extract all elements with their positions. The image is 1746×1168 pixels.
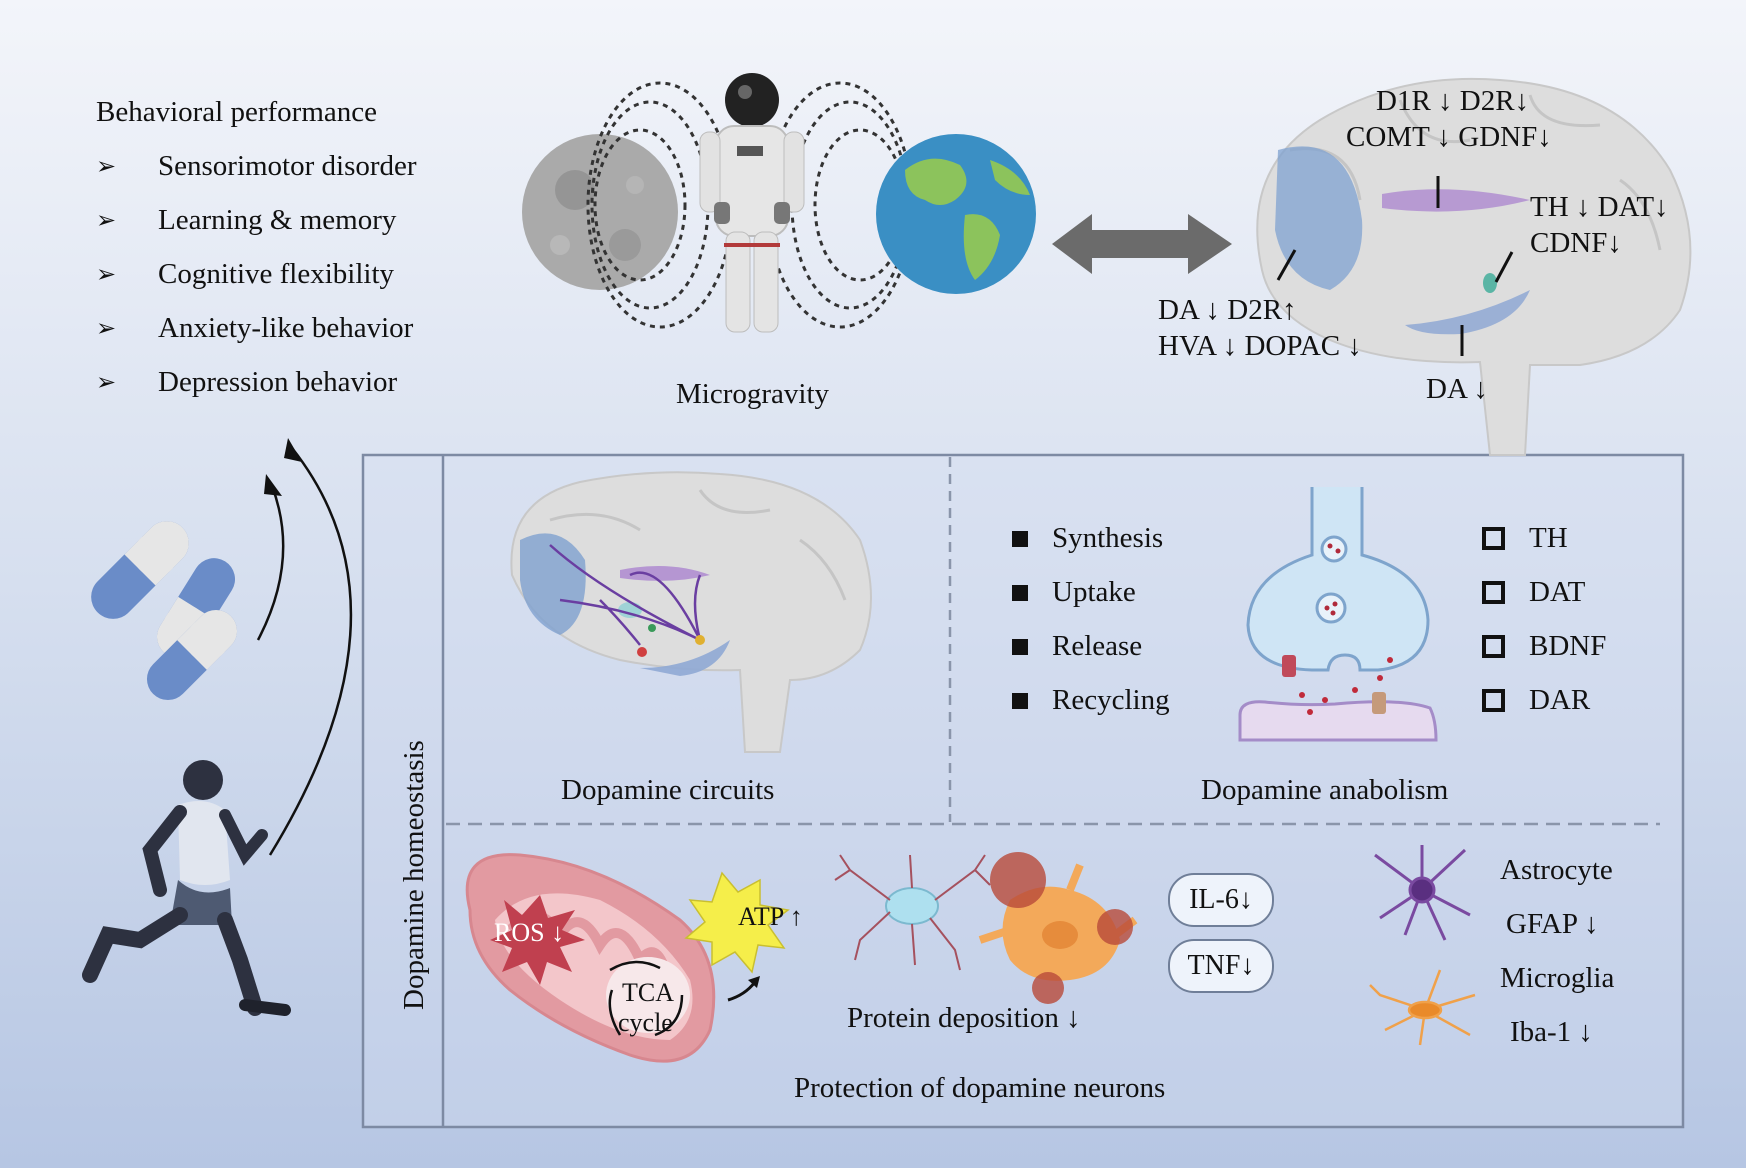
- double-arrow: [1052, 214, 1232, 274]
- brain-annotation: DA ↓ D2R↑: [1158, 294, 1297, 326]
- brain-annotation: HVA ↓ DOPAC ↓: [1158, 330, 1362, 362]
- marker-label: DAR: [1529, 684, 1591, 716]
- bullet-arrow-icon: ➢: [96, 315, 117, 342]
- astronaut-illustration: [699, 73, 805, 333]
- neuron-orange: [978, 852, 1138, 1004]
- behavior-item-label: Cognitive flexibility: [158, 257, 395, 290]
- brain-annotation: COMT ↓ GDNF↓: [1346, 121, 1552, 153]
- process-item: Uptake: [1012, 576, 1136, 609]
- brain-annotation: D1R ↓ D2R↓: [1376, 85, 1530, 117]
- curved-arrow-inner: [256, 485, 285, 641]
- moon-illustration: [522, 134, 678, 290]
- bullet-arrow-icon: ➢: [96, 207, 117, 234]
- il6-label: IL-6↓: [1189, 884, 1253, 915]
- behavior-item: ➢ Sensorimotor disorder: [96, 148, 417, 184]
- microglia-label: Microglia: [1500, 962, 1615, 994]
- process-label: Recycling: [1052, 684, 1170, 716]
- marker-item: TH: [1482, 522, 1568, 555]
- pills-illustration: [91, 521, 238, 701]
- process-label: Uptake: [1052, 576, 1136, 608]
- filled-square-icon: [1012, 584, 1028, 601]
- gfap-label: GFAP ↓: [1506, 908, 1599, 940]
- brain-sagittal-top: [1256, 77, 1692, 456]
- brain-annotation: DA ↓: [1426, 373, 1489, 405]
- process-label: Synthesis: [1052, 522, 1164, 554]
- behavior-item-label: Anxiety-like behavior: [158, 311, 414, 344]
- dopamine-homeostasis-label: Dopamine homeostasis: [398, 740, 430, 1010]
- mitochondrion-illustration: [465, 853, 716, 1063]
- behavior-item: ➢ Learning & memory: [96, 202, 396, 238]
- bullet-arrow-icon: ➢: [96, 369, 117, 396]
- open-square-icon: [1482, 689, 1505, 712]
- marker-item: BDNF: [1482, 630, 1606, 663]
- open-square-icon: [1482, 635, 1505, 658]
- filled-square-icon: [1012, 530, 1028, 547]
- bullet-arrow-icon: ➢: [96, 153, 117, 180]
- earth-illustration: [876, 134, 1036, 294]
- curved-arrow-outer: [268, 447, 353, 856]
- runner-silhouette: [82, 760, 291, 1016]
- process-item: Recycling: [1012, 684, 1170, 717]
- atp-burst: [684, 871, 790, 974]
- astrocyte-label: Astrocyte: [1500, 854, 1613, 886]
- open-square-icon: [1482, 527, 1505, 550]
- behavior-title: Behavioral performance: [96, 96, 377, 128]
- dopamine-circuits-label: Dopamine circuits: [561, 774, 775, 806]
- behavior-item: ➢ Cognitive flexibility: [96, 256, 394, 292]
- atp-label: ATP ↑: [738, 902, 803, 931]
- microgravity-label: Microgravity: [676, 378, 830, 410]
- tca-label: TCA: [622, 978, 674, 1007]
- small-arrow-head: [748, 976, 760, 988]
- il6-badge: IL-6↓: [1168, 873, 1274, 927]
- brain-annotation: TH ↓ DAT↓: [1530, 191, 1669, 223]
- protein-deposition-label: Protein deposition ↓: [847, 1002, 1081, 1034]
- process-label: Release: [1052, 630, 1143, 662]
- iba1-label: Iba-1 ↓: [1510, 1016, 1593, 1048]
- behavior-item-label: Learning & memory: [158, 203, 397, 236]
- ros-label: ROS ↓: [494, 918, 565, 947]
- tca-label: cycle: [618, 1008, 673, 1037]
- brain-circuits: [510, 471, 872, 753]
- marker-label: TH: [1529, 522, 1568, 554]
- tnf-label: TNF↓: [1187, 950, 1255, 981]
- open-square-icon: [1482, 581, 1505, 604]
- behavior-item-label: Sensorimotor disorder: [158, 149, 417, 182]
- filled-square-icon: [1012, 692, 1028, 709]
- behavior-item: ➢ Depression behavior: [96, 364, 397, 400]
- microglia-cell: [1369, 969, 1476, 1046]
- curved-arrow-outer-head: [284, 438, 302, 462]
- dopamine-anabolism-label: Dopamine anabolism: [1201, 774, 1449, 806]
- tnf-badge: TNF↓: [1168, 939, 1274, 993]
- filled-square-icon: [1012, 638, 1028, 655]
- marker-item: DAT: [1482, 576, 1585, 609]
- marker-label: BDNF: [1529, 630, 1607, 662]
- behavior-item-label: Depression behavior: [158, 365, 398, 398]
- behavior-item: ➢ Anxiety-like behavior: [96, 310, 413, 346]
- protection-label: Protection of dopamine neurons: [794, 1072, 1166, 1104]
- marker-item: DAR: [1482, 684, 1590, 717]
- process-item: Release: [1012, 630, 1142, 663]
- process-item: Synthesis: [1012, 522, 1163, 555]
- marker-label: DAT: [1529, 576, 1586, 608]
- bullet-arrow-icon: ➢: [96, 261, 117, 288]
- neuron-blue: [834, 854, 991, 971]
- synapse-illustration: [1238, 487, 1438, 742]
- astrocyte-cell: [1374, 845, 1471, 941]
- curved-arrow-inner-head: [264, 474, 282, 496]
- brain-annotation: CDNF↓: [1530, 227, 1622, 259]
